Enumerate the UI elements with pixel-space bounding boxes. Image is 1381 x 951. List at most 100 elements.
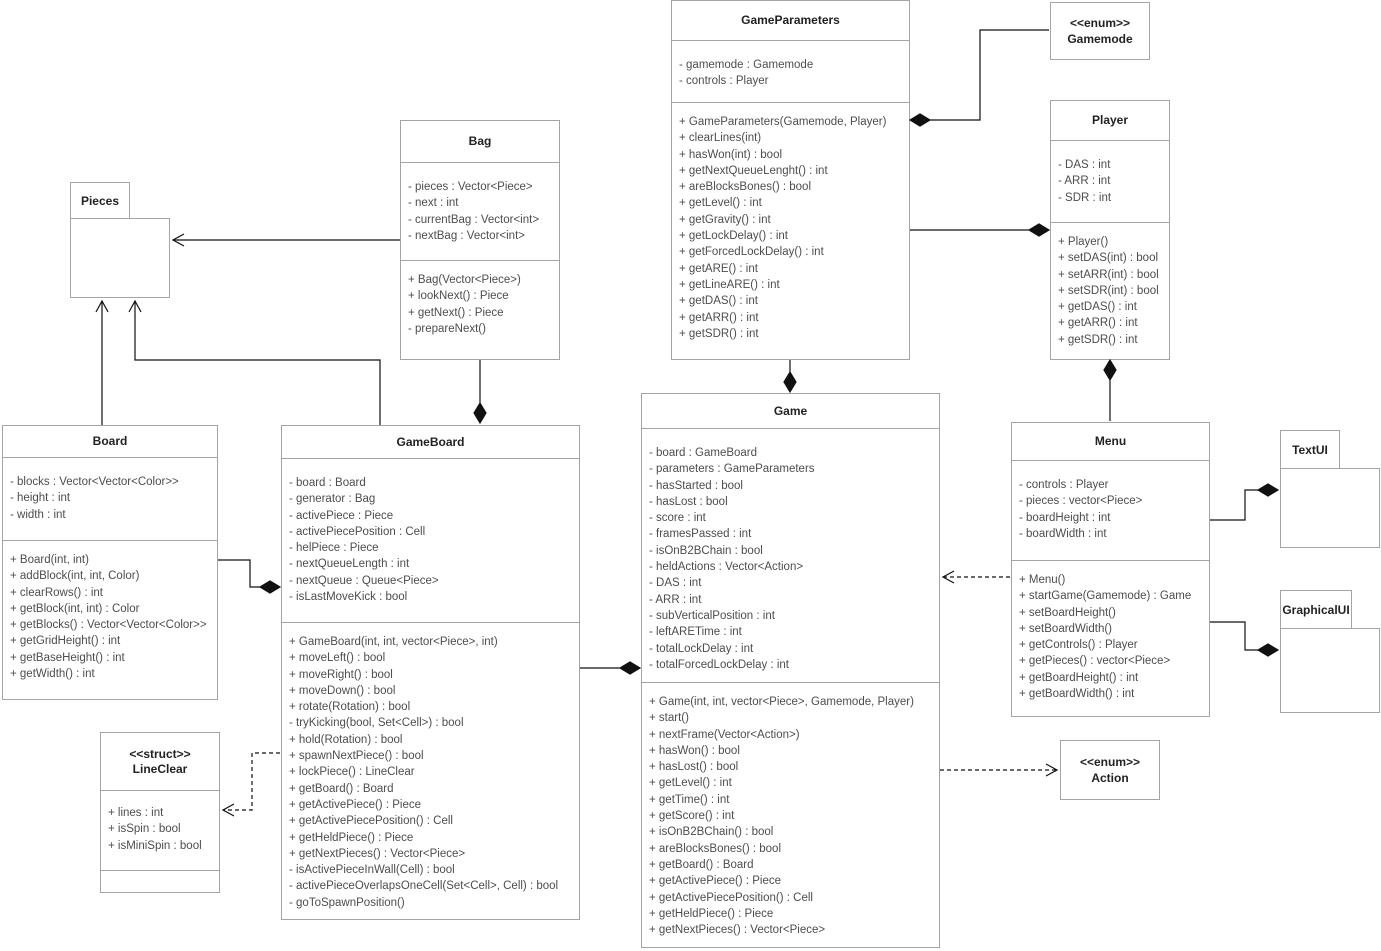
member-row: + hasLost() : bool [649,761,739,774]
member-row: - nextQueue : Queue<Piece> [289,574,439,587]
member-row: + getTime() : int [649,793,730,806]
package-pieces-body [70,218,170,298]
composition-textui-menu [1210,483,1280,521]
member-row: + getWidth() : int [10,668,95,681]
member-row: + getLevel() : int [649,777,732,790]
member-row: + clearRows() : int [10,586,103,599]
member-row: + getLevel() : int [679,197,762,210]
member-row: + setSDR(int) : bool [1058,284,1159,297]
member-row: + lockPiece() : LineClear [289,766,415,779]
member-row: + getARR() : int [1058,317,1138,330]
package-pieces-label: Pieces [80,193,120,208]
member-row: - SDR : int [1058,191,1112,204]
composition-gameparameters-gamemode [908,29,1049,127]
member-row: + getActivePiece() : Piece [289,798,421,811]
member-row: + getActivePiece() : Piece [649,875,781,888]
member-row: - totalForcedLockDelay : int [649,658,789,671]
package-graphicalui-body [1280,628,1380,713]
struct-lineclear-stereotype: <<struct>> [129,746,191,761]
member-row: + getARR() : int [679,311,759,324]
member-row: + getLineARE() : int [679,278,780,291]
member-row: - parameters : GameParameters [649,463,815,476]
member-row: - activePiece : Piece [289,509,394,522]
enum-action-stereotype: <<enum>> [1079,755,1141,769]
member-row: - controls : Player [1019,479,1109,491]
member-row: - isOnB2BChain : bool [649,544,763,557]
class-board-title: Board [3,426,217,458]
member-row: - tryKicking(bool, Set<Cell>) : bool [289,717,464,730]
member-row: + getBoardWidth() : int [1019,688,1135,701]
association-gameboard-to-pieces [128,299,381,425]
enum-gamemode-stereotype: <<enum>> [1069,16,1131,30]
member-row: + startGame(Gamemode) : Game [1019,590,1192,603]
class-menu: Menu - controls : Player- pieces : vecto… [1011,422,1210,717]
member-row: - framesPassed : int [649,528,752,541]
member-row: + getActivePiecePosition() : Cell [289,815,453,828]
member-row: - activePiecePosition : Cell [289,525,426,538]
member-row: - height : int [10,492,71,505]
member-row: - boardWidth : int [1019,527,1107,540]
member-row: + getNextPieces() : Vector<Piece> [289,847,466,860]
association-bag-to-pieces [171,233,400,247]
class-menu-title: Menu [1012,423,1209,461]
member-row: - pieces : Vector<Piece> [408,181,533,193]
class-bag-attributes: - pieces : Vector<Piece> - next : int - cu… [401,163,559,261]
class-menu-methods: + Menu()+ startGame(Gamemode) : Game+ se… [1012,561,1209,716]
member-row: - ARR : int [1058,175,1111,188]
composition-game-gameparameters [783,360,797,394]
member-row: - board : Board [289,477,366,489]
package-graphicalui-label: GraphicalUI [1282,602,1350,617]
member-row: + getHeldPiece() : Piece [649,907,774,920]
member-row: + getDAS() : int [1058,301,1137,314]
member-row: - prepareNext() [408,322,486,335]
member-row: + getGridHeight() : int [10,635,121,648]
member-row: - activePieceOverlapsOneCell(Set<Cell>, … [289,880,559,893]
member-row: + getHeldPiece() : Piece [289,831,414,844]
member-row: + getDAS() : int [679,295,758,308]
member-row: + getSDR() : int [679,327,759,340]
class-bag-title: Bag [401,121,559,163]
member-row: + hasWon() : bool [649,744,740,757]
member-row: - DAS : int [1058,159,1111,171]
class-gameparameters-attributes: - gamemode : Gamemode- controls : Player [672,41,909,103]
member-row: + spawnNextPiece() : bool [289,750,424,763]
class-player-attributes: - DAS : int - ARR : int - SDR : int [1051,141,1169,223]
member-row: + GameParameters(Gamemode, Player) [679,116,887,128]
member-row: + setDAS(int) : bool [1058,252,1159,265]
member-row: + getBoard() : Board [289,782,394,795]
member-row: + getLockDelay() : int [679,230,788,243]
member-row: + addBlock(int, int, Color) [10,570,140,583]
member-row: + getGravity() : int [679,213,771,226]
member-row: + areBlocksBones() : bool [679,181,811,194]
member-row: + nextFrame(Vector<Action>) [649,728,800,741]
enum-action: <<enum>> Action [1060,740,1160,800]
member-row: - next : int [408,197,459,210]
association-board-to-pieces [95,299,109,425]
member-row: + getNext() : Piece [408,306,504,319]
member-row: + getNextPieces() : Vector<Piece> [649,924,826,937]
member-row: - board : GameBoard [649,447,758,459]
composition-graphicalui-menu [1210,621,1280,657]
member-row: - score : int [649,512,706,525]
member-row: + setBoardWidth() [1019,622,1112,635]
member-row: - isLastMoveKick : bool [289,591,408,604]
class-game-attributes: - board : GameBoard - parameters : GamePa… [642,429,939,683]
member-row: + getPieces() : vector<Piece> [1019,655,1171,668]
package-textui-body [1280,468,1380,548]
class-board: Board - blocks : Vector<Vector<Color>>- … [2,425,218,700]
composition-player-menu [1103,358,1117,421]
member-row: + setBoardHeight() [1019,606,1116,619]
member-row: - nextBag : Vector<int> [408,229,525,242]
member-row: - currentBag : Vector<int> [408,213,540,226]
class-player-title: Player [1051,101,1169,141]
member-row: + getControls() : Player [1019,639,1138,652]
member-row: - boardHeight : int [1019,511,1111,524]
class-game: Game - board : GameBoard- parameters : G… [641,393,940,948]
member-row: + clearLines(int) [679,132,762,145]
class-board-attributes: - blocks : Vector<Vector<Color>>- height… [3,458,217,541]
member-row: + getBlocks() : Vector<Vector<Color>> [10,619,207,632]
member-row: + Board(int, int) [10,554,89,566]
class-gameparameters: GameParameters - gamemode : Gamemode- co… [671,0,910,360]
member-row: + lookNext() : Piece [408,290,509,303]
class-gameparameters-methods: + GameParameters(Gamemode, Player) + clea… [672,103,909,359]
